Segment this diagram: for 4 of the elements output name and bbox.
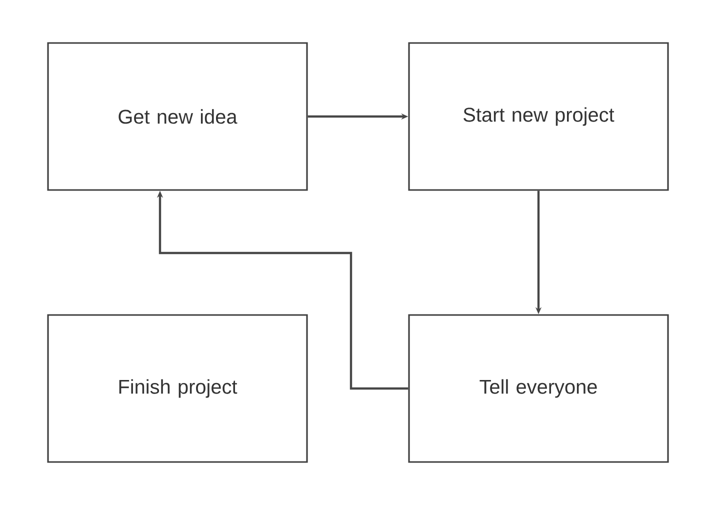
- process-box: Finish project: [47, 314, 308, 463]
- process-box: Start new project: [408, 42, 669, 191]
- process-box: Get new idea: [47, 42, 308, 191]
- process-box: Tell everyone: [408, 314, 669, 463]
